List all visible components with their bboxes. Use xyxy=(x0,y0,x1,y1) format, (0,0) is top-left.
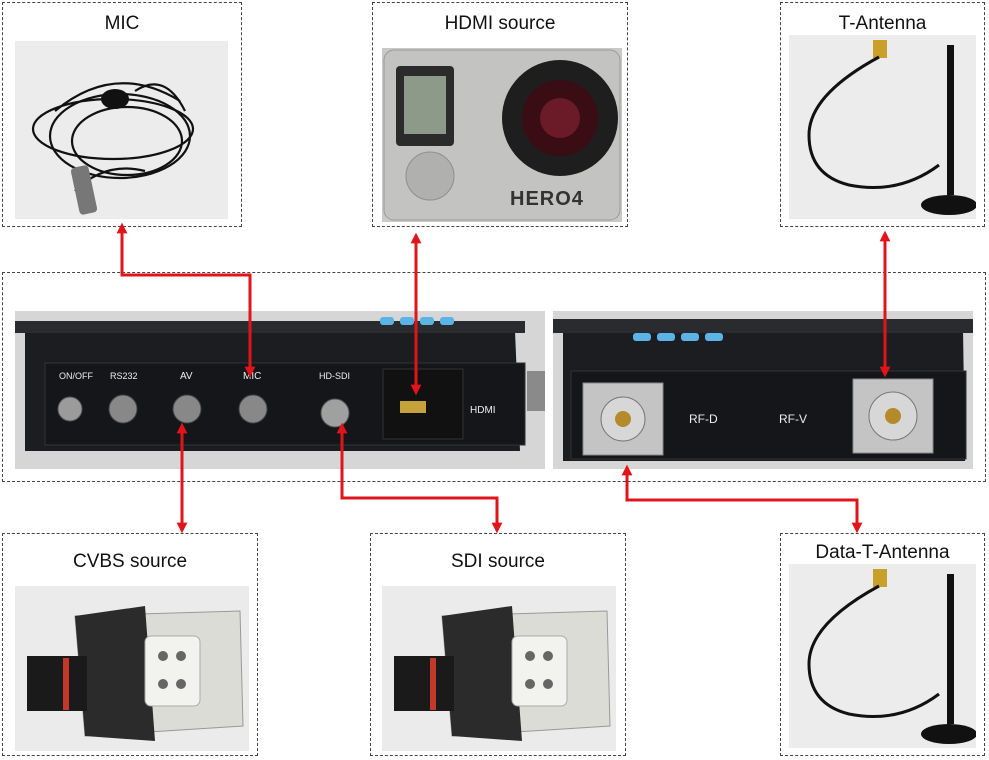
port-label-rfd: RF-D xyxy=(689,412,718,426)
camera-brand-label: HERO4 xyxy=(510,188,584,210)
device-rear-panel: RF-D RF-V xyxy=(553,311,973,469)
port-label-hdmi: HDMI xyxy=(470,405,496,416)
sdi-source-box: SDI source xyxy=(370,533,626,756)
hdmi-source-box: HDMI source HERO4 xyxy=(372,2,628,227)
cvbs-source-box: CVBS source xyxy=(2,533,258,756)
device-front-panel: ON/OFF RS232 AV MIC HD-SDI HDMI xyxy=(15,311,545,469)
port-label-av: AV xyxy=(180,371,193,382)
port-label-hdsdi: HD-SDI xyxy=(319,371,350,381)
mic-photo xyxy=(15,41,228,219)
t-antenna-photo xyxy=(789,35,976,219)
earpiece-mic-icon xyxy=(15,41,228,219)
action-camera-icon xyxy=(383,49,621,221)
t-antenna-box: T-Antenna xyxy=(780,2,985,227)
device-rear-photo: RF-D RF-V xyxy=(553,311,973,469)
mic-box: MIC xyxy=(2,2,242,227)
data-t-antenna-photo xyxy=(789,564,976,748)
hdmi-camera-photo: HERO4 xyxy=(382,48,622,222)
cvbs-camera-photo xyxy=(15,586,249,751)
port-label-rfv: RF-V xyxy=(779,412,807,426)
antenna-icon xyxy=(789,564,976,748)
t-antenna-title: T-Antenna xyxy=(838,13,927,34)
antenna-icon xyxy=(789,35,976,219)
data-t-antenna-box: Data-T-Antenna xyxy=(780,533,985,756)
device-front-photo: ON/OFF RS232 AV MIC HD-SDI HDMI xyxy=(15,311,545,469)
sdi-source-title: SDI source xyxy=(451,551,545,572)
box-camera-icon xyxy=(15,586,249,751)
mic-title: MIC xyxy=(104,13,140,34)
data-t-antenna-title: Data-T-Antenna xyxy=(815,542,950,563)
cvbs-source-title: CVBS source xyxy=(72,551,188,572)
box-camera-icon xyxy=(382,586,616,751)
hdmi-source-title: HDMI source xyxy=(444,13,556,34)
transmitter-device-box: ON/OFF RS232 AV MIC HD-SDI HDMI RF-D RF-… xyxy=(2,272,986,482)
port-label-mic: MIC xyxy=(243,371,261,382)
port-label-onoff: ON/OFF xyxy=(59,371,93,381)
port-label-rs232: RS232 xyxy=(110,371,138,381)
sdi-camera-photo xyxy=(382,586,616,751)
